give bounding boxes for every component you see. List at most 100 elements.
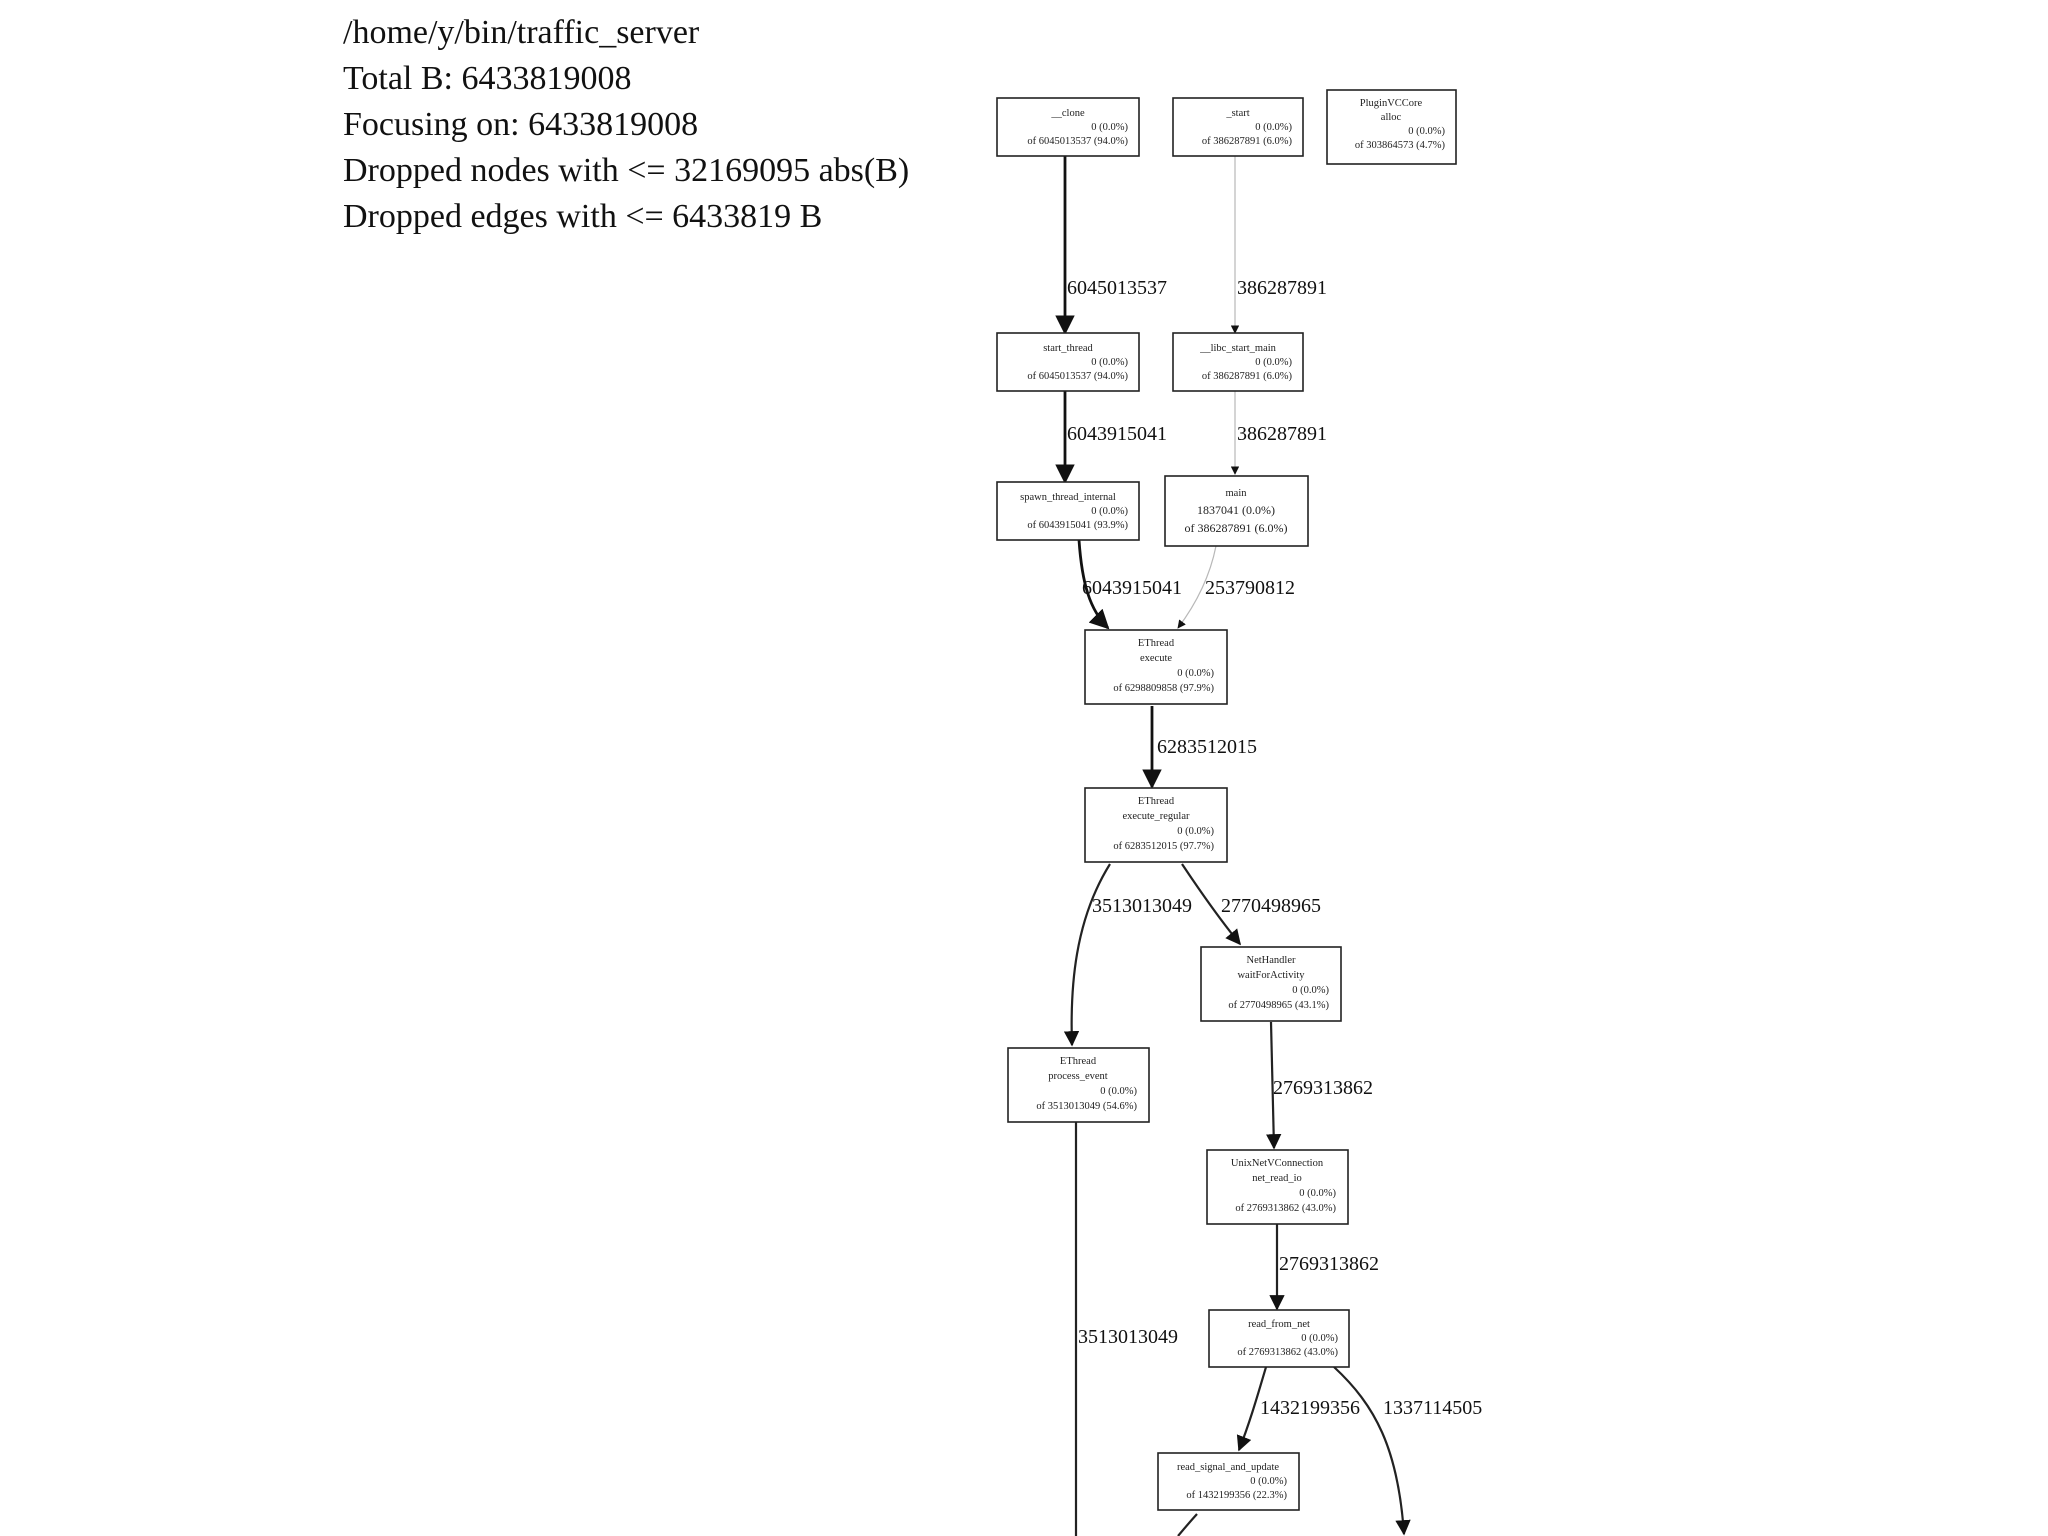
node-self-value: 0 (0.0%) <box>1091 357 1128 368</box>
edge-label-execute-regular-process-event: 3513013049 <box>1092 895 1192 917</box>
edge-label-unixnetvc-read-from-net: 2769313862 <box>1279 1253 1379 1275</box>
edge-label-start-thread-spawn: 6043915041 <box>1067 423 1167 445</box>
node-self-value: 0 (0.0%) <box>1299 1188 1336 1199</box>
edge-label-nethandler-unixnetvc: 2769313862 <box>1273 1077 1373 1099</box>
edge-read-from-net-down-right <box>1333 1366 1411 1536</box>
edge-label-read-from-net-down-right: 1337114505 <box>1383 1397 1482 1419</box>
node-total-value: of 386287891 (6.0%) <box>1185 521 1288 535</box>
node-self-value: 0 (0.0%) <box>1292 985 1329 996</box>
edge-read-signal-down <box>1177 1513 1198 1536</box>
node-box <box>1084 629 1228 705</box>
edge-execute-regular-nethandler <box>1181 863 1241 946</box>
node-self-value: 0 (0.0%) <box>1408 126 1445 137</box>
node-box <box>1326 89 1457 165</box>
node-box <box>1157 1452 1300 1511</box>
node-total-value: of 6045013537 (94.0%) <box>1027 371 1128 382</box>
node-total-value: of 2769313862 (43.0%) <box>1235 1203 1336 1214</box>
node-box <box>996 97 1140 157</box>
node-self-value: 0 (0.0%) <box>1100 1086 1137 1097</box>
edge-label-libc-main-main: 386287891 <box>1237 423 1327 445</box>
node-start: _start 0 (0.0%) of 386287891 (6.0%) <box>1172 97 1304 157</box>
node-title: read_from_net <box>1248 1319 1310 1330</box>
edges <box>1055 156 1411 1536</box>
node-ethread-process-event: EThread process_event 0 (0.0%) of 351301… <box>1007 1047 1150 1123</box>
node-title: read_signal_and_update <box>1177 1462 1279 1473</box>
edge-labels: 6045013537 386287891 6043915041 38628789… <box>1067 277 1482 1419</box>
nodes: __clone 0 (0.0%) of 6045013537 (94.0%) _… <box>996 89 1457 1511</box>
node-box <box>1164 475 1309 547</box>
node-box <box>1084 787 1228 863</box>
node-total-value: of 6045013537 (94.0%) <box>1027 136 1128 147</box>
node-box <box>1208 1309 1350 1368</box>
node-title: main <box>1226 488 1248 499</box>
node-ethread-execute: EThread execute 0 (0.0%) of 6298809858 (… <box>1084 629 1228 705</box>
node-libc-start-main: __libc_start_main 0 (0.0%) of 386287891 … <box>1172 332 1304 392</box>
edge-label-clone-start-thread: 6045013537 <box>1067 277 1167 299</box>
header-focusing: Focusing on: 6433819008 <box>343 106 698 143</box>
node-clone: __clone 0 (0.0%) of 6045013537 (94.0%) <box>996 97 1140 157</box>
node-total-value: of 2770498965 (43.1%) <box>1228 1000 1329 1011</box>
edge-label-execute-regular-nethandler: 2770498965 <box>1221 895 1321 917</box>
node-box <box>1172 332 1304 392</box>
node-self-value: 0 (0.0%) <box>1301 1333 1338 1344</box>
header-block: /home/y/bin/traffic_server Total B: 6433… <box>343 14 909 235</box>
node-title: waitForActivity <box>1237 970 1305 981</box>
node-title: execute <box>1140 653 1172 664</box>
node-box <box>1206 1149 1349 1225</box>
edge-label-execute-execute-regular: 6283512015 <box>1157 736 1257 758</box>
node-box <box>1200 946 1342 1022</box>
node-class: PluginVCCore <box>1360 98 1423 109</box>
edge-spawn-execute <box>1077 539 1110 630</box>
node-title: alloc <box>1381 112 1402 123</box>
header-dropped-nodes: Dropped nodes with <= 32169095 abs(B) <box>343 152 909 189</box>
node-class: EThread <box>1138 638 1175 649</box>
node-box <box>1172 97 1304 157</box>
node-total-value: of 3513013049 (54.6%) <box>1036 1101 1137 1112</box>
node-title: execute_regular <box>1122 811 1190 822</box>
edge-main-execute <box>1177 545 1217 629</box>
node-total-value: of 6298809858 (97.9%) <box>1113 683 1214 694</box>
edge-execute-regular-process-event <box>1063 863 1111 1047</box>
node-box <box>1007 1047 1150 1123</box>
node-read-from-net: read_from_net 0 (0.0%) of 2769313862 (43… <box>1208 1309 1350 1368</box>
header-total: Total B: 6433819008 <box>343 60 632 97</box>
edge-label-spawn-execute: 6043915041 <box>1082 577 1182 599</box>
node-total-value: of 6283512015 (97.7%) <box>1113 841 1214 852</box>
header-binary-path: /home/y/bin/traffic_server <box>343 14 700 51</box>
node-ethread-execute-regular: EThread execute_regular 0 (0.0%) of 6283… <box>1084 787 1228 863</box>
node-self-value: 0 (0.0%) <box>1255 357 1292 368</box>
header-dropped-edges: Dropped edges with <= 6433819 B <box>343 198 822 235</box>
node-nethandler-waitforactivity: NetHandler waitForActivity 0 (0.0%) of 2… <box>1200 946 1342 1022</box>
node-start-thread: start_thread 0 (0.0%) of 6045013537 (94.… <box>996 332 1140 392</box>
node-total-value: of 386287891 (6.0%) <box>1202 136 1293 147</box>
node-class: EThread <box>1138 796 1175 807</box>
node-title: __libc_start_main <box>1199 343 1277 354</box>
node-self-value: 0 (0.0%) <box>1177 826 1214 837</box>
node-self-value: 0 (0.0%) <box>1091 122 1128 133</box>
node-self-value: 0 (0.0%) <box>1091 506 1128 517</box>
node-class: UnixNetVConnection <box>1231 1158 1324 1169</box>
edge-label-read-from-net-read-signal: 1432199356 <box>1260 1397 1360 1419</box>
node-pluginvc-alloc: PluginVCCore alloc 0 (0.0%) of 303864573… <box>1326 89 1457 165</box>
node-total-value: of 386287891 (6.0%) <box>1202 371 1293 382</box>
node-total-value: of 1432199356 (22.3%) <box>1186 1490 1287 1501</box>
node-self-value: 0 (0.0%) <box>1255 122 1292 133</box>
node-title: start_thread <box>1043 343 1093 354</box>
edge-label-start-libc-main: 386287891 <box>1237 277 1327 299</box>
node-total-value: of 303864573 (4.7%) <box>1355 140 1446 151</box>
node-self-value: 0 (0.0%) <box>1250 1476 1287 1487</box>
node-box <box>996 332 1140 392</box>
node-self-value: 1837041 (0.0%) <box>1197 503 1275 517</box>
edge-read-from-net-read-signal <box>1236 1366 1268 1452</box>
node-title: __clone <box>1050 108 1085 119</box>
node-title: process_event <box>1048 1071 1108 1082</box>
node-title: spawn_thread_internal <box>1020 492 1116 503</box>
node-main: main 1837041 (0.0%) of 386287891 (6.0%) <box>1164 475 1309 547</box>
node-class: EThread <box>1060 1056 1097 1067</box>
node-self-value: 0 (0.0%) <box>1177 668 1214 679</box>
node-total-value: of 2769313862 (43.0%) <box>1237 1347 1338 1358</box>
node-box <box>996 481 1140 541</box>
edge-label-process-event-down: 3513013049 <box>1078 1326 1178 1348</box>
node-unixnetvconnection-net-read-io: UnixNetVConnection net_read_io 0 (0.0%) … <box>1206 1149 1349 1225</box>
